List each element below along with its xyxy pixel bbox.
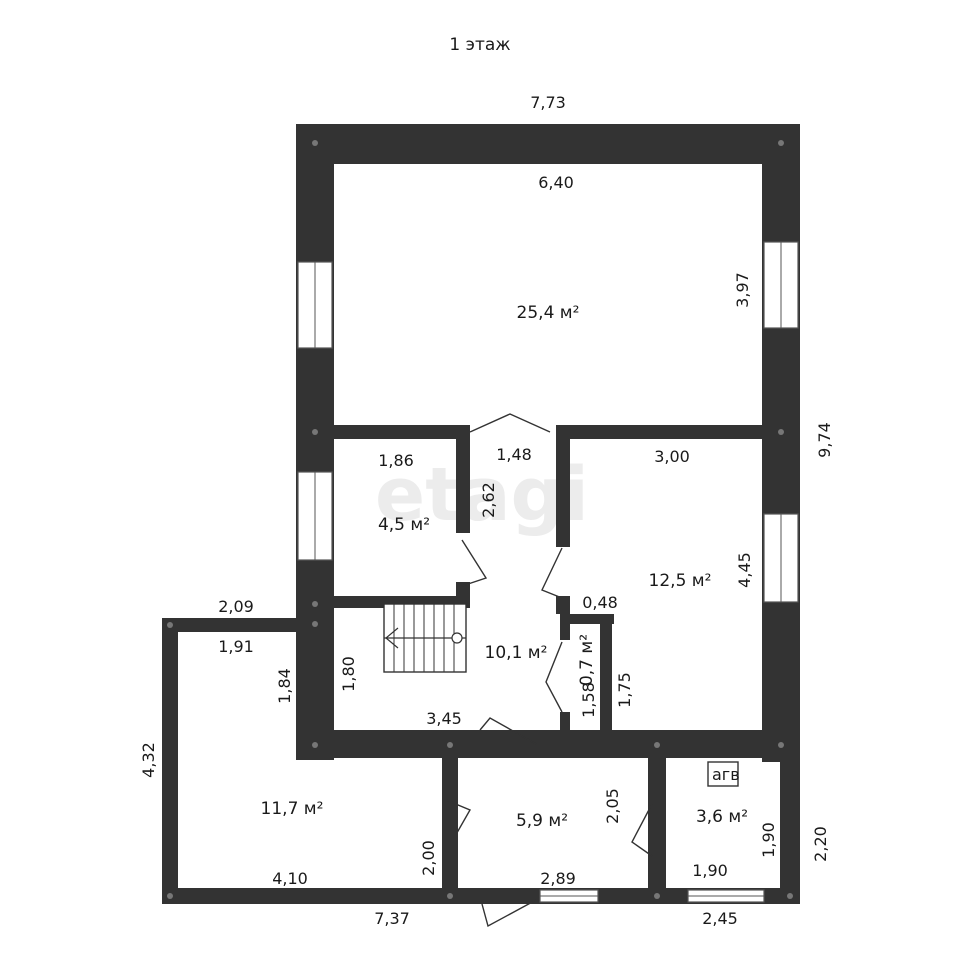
watermark-text: etagi	[375, 452, 589, 538]
dim-left-room-side: 1,84	[275, 668, 294, 704]
area-boiler: 3,6 м²	[696, 807, 748, 827]
dim-corridor-width: 1,48	[496, 445, 532, 464]
dim-living-width: 6,40	[538, 173, 574, 192]
dim-left-room-inner-top: 1,91	[218, 637, 254, 656]
dim-boiler-outer-height: 2,20	[811, 826, 830, 862]
area-closet: 0,7 м²	[577, 634, 597, 686]
windows	[297, 241, 799, 903]
dim-top-outer: 7,73	[530, 93, 566, 112]
dim-closet-width: 0,48	[582, 593, 618, 612]
floor-title: 1 этаж	[449, 35, 510, 55]
dim-hall-width: 3,45	[426, 709, 462, 728]
interior-walls	[334, 425, 764, 732]
dim-stair-height: 1,80	[339, 656, 358, 692]
dim-vestibule-height: 2,05	[603, 788, 622, 824]
area-living: 25,4 м²	[517, 303, 580, 323]
dim-living-height: 3,97	[733, 272, 752, 308]
dim-left-room-top-outer: 2,09	[218, 597, 254, 616]
dim-boiler-height: 1,90	[759, 822, 778, 858]
area-vestibule: 5,9 м²	[516, 811, 568, 831]
area-small-room: 4,5 м²	[378, 515, 430, 535]
corner-dots	[167, 140, 793, 899]
area-hall: 10,1 м²	[485, 643, 548, 663]
doors	[445, 413, 653, 928]
dim-vestibule-side: 2,00	[419, 840, 438, 876]
boiler-label: агв	[712, 765, 740, 784]
dim-closet-height: 1,58	[579, 682, 598, 718]
dim-small-room-width: 1,86	[378, 451, 414, 470]
dim-boiler-outer-width: 2,45	[702, 909, 738, 928]
dim-right-outer: 9,74	[815, 422, 834, 458]
dim-bottom-outer: 7,37	[374, 909, 410, 928]
dim-boiler-width: 1,90	[692, 861, 728, 880]
area-left-room: 11,7 м²	[261, 799, 324, 819]
dim-closet-depth: 1,75	[615, 672, 634, 708]
outer-walls	[162, 124, 800, 904]
dim-bedroom-width: 3,00	[654, 447, 690, 466]
area-bedroom: 12,5 м²	[649, 571, 712, 591]
dim-corridor-height: 2,62	[479, 482, 498, 518]
dim-bedroom-height: 4,45	[735, 552, 754, 588]
dim-left-room-bottom: 4,10	[272, 869, 308, 888]
dim-left-outer: 4,32	[139, 742, 158, 778]
boiler-box	[707, 761, 739, 787]
dim-vestibule-width: 2,89	[540, 869, 576, 888]
staircase	[383, 603, 467, 673]
